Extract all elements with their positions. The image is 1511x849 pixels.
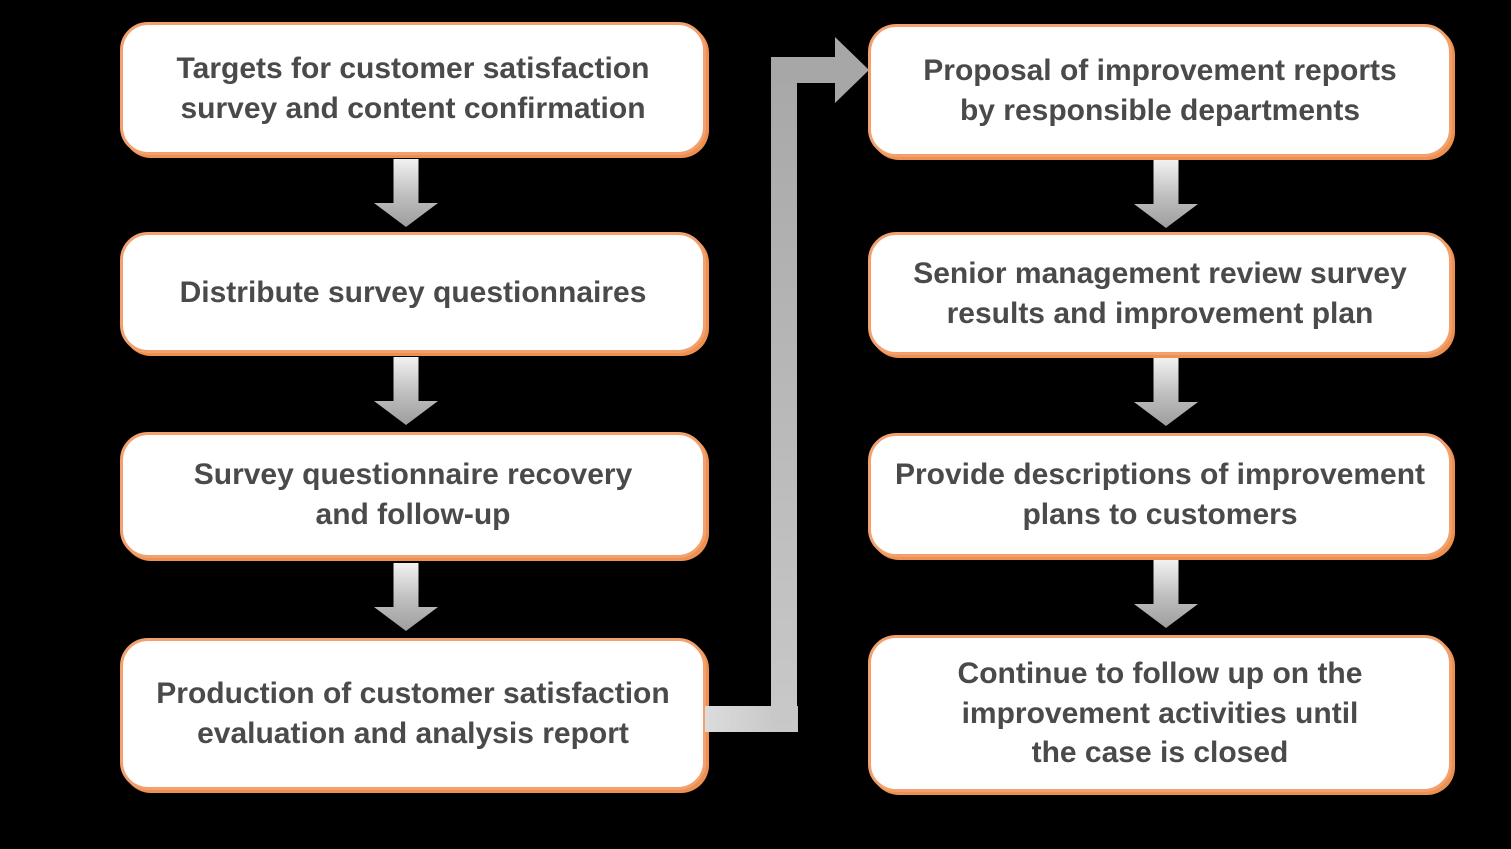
flow-step-evaluation-report: Production of customer satisfaction eval… xyxy=(120,638,706,790)
down-arrow-icon xyxy=(1134,358,1198,426)
flow-step-follow-up-until-closed: Continue to follow up on the improvement… xyxy=(868,635,1452,792)
flow-step-label: Survey questionnaire recovery and follow… xyxy=(193,458,633,531)
flow-step-describe-plans: Provide descriptions of improvement plan… xyxy=(868,433,1452,557)
flow-step-label: Proposal of improvement reports by respo… xyxy=(923,53,1397,127)
flow-step-label: Continue to follow up on the improvement… xyxy=(957,656,1363,770)
flow-step-management-review: Senior management review survey results … xyxy=(868,232,1452,355)
flow-step-label: Distribute survey questionnaires xyxy=(179,275,647,309)
down-arrow-icon xyxy=(374,357,438,425)
down-arrow-icon xyxy=(374,159,438,227)
flow-step-label: Senior management review survey results … xyxy=(913,256,1407,330)
flow-step-distribute-questionnaires: Distribute survey questionnaires xyxy=(120,232,706,353)
down-arrow-icon xyxy=(374,563,438,631)
flow-step-questionnaire-recovery: Survey questionnaire recovery and follow… xyxy=(120,432,706,558)
flow-step-label: Targets for customer satisfaction survey… xyxy=(176,51,650,125)
flow-step-improvement-proposal: Proposal of improvement reports by respo… xyxy=(868,24,1452,157)
flow-step-label: Production of customer satisfaction eval… xyxy=(156,677,670,750)
elbow-connector-arrow-icon xyxy=(705,37,869,732)
flow-step-targets-confirmation: Targets for customer satisfaction survey… xyxy=(120,22,706,155)
flow-step-label: Provide descriptions of improvement plan… xyxy=(894,458,1426,531)
down-arrow-icon xyxy=(1134,160,1198,228)
down-arrow-icon xyxy=(1134,560,1198,628)
